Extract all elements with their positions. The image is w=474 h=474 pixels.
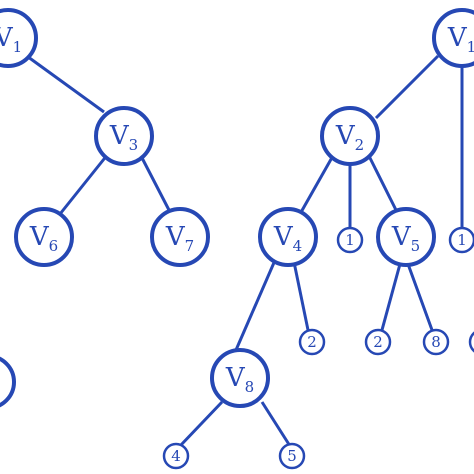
- edge-rv1-rv2: [374, 54, 440, 120]
- svg-text:V8: V8: [225, 363, 254, 396]
- leaf-v5-child-b: 8: [422, 328, 450, 356]
- svg-text:V1: V1: [0, 23, 22, 56]
- edge-rv4-rv8: [234, 257, 278, 351]
- edge-rv8-leaf-b: [260, 401, 292, 447]
- svg-text:V5: V5: [391, 222, 420, 255]
- svg-text:5: 5: [287, 447, 297, 465]
- node-left-v7: V7: [150, 207, 210, 267]
- svg-text:V7: V7: [165, 222, 194, 255]
- leaf-partial-right: [468, 331, 474, 353]
- edge-rv8-leaf-a: [178, 400, 224, 448]
- svg-text:V1: V1: [447, 23, 474, 56]
- node-right-v2: V2: [320, 106, 380, 166]
- leaf-v8-child-b: 5: [278, 442, 306, 470]
- svg-text:1: 1: [457, 231, 467, 249]
- edge-rv5-leaf-b: [406, 263, 434, 331]
- node-right-v8: V8: [210, 348, 270, 408]
- svg-text:V2: V2: [335, 121, 364, 154]
- svg-text:V6: V6: [29, 222, 58, 255]
- edge-lv3-lv7: [138, 153, 172, 213]
- svg-text:V3: V3: [109, 121, 138, 154]
- leaf-v2-child: 1: [336, 226, 364, 254]
- leaf-v5-child-a: 2: [364, 328, 392, 356]
- node-left-partial: [0, 356, 16, 408]
- node-right-v1: V1: [432, 8, 474, 68]
- edge-rv2-rv5: [366, 153, 400, 215]
- edge-lv1-lv3: [23, 52, 105, 114]
- node-left-v1: V1: [0, 8, 38, 68]
- node-right-v4: V4: [258, 207, 318, 267]
- svg-text:4: 4: [171, 447, 181, 465]
- svg-text:V4: V4: [273, 222, 302, 255]
- leaf-v4-child: 2: [298, 328, 326, 356]
- leaf-v1-child: 1: [448, 226, 474, 254]
- edge-lv3-lv6: [58, 153, 110, 215]
- svg-text:2: 2: [307, 333, 317, 351]
- leaf-v8-child-a: 4: [162, 442, 190, 470]
- node-right-v5: V5: [376, 207, 436, 267]
- edge-rv4-leaf: [292, 261, 310, 331]
- node-left-v3: V3: [94, 106, 154, 166]
- node-left-v6: V6: [14, 207, 74, 267]
- edge-rv2-rv4: [298, 153, 336, 215]
- svg-text:8: 8: [431, 333, 441, 351]
- edge-rv5-leaf-a: [380, 263, 402, 331]
- svg-text:2: 2: [373, 333, 383, 351]
- svg-text:1: 1: [345, 231, 355, 249]
